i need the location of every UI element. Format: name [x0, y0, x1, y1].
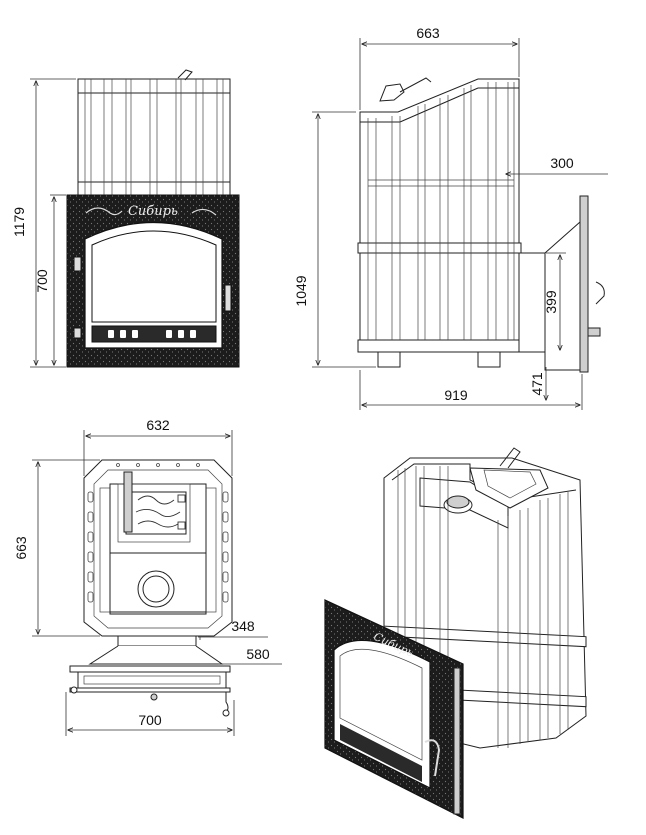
svg-text:580: 580 [246, 646, 270, 662]
side-dimension-399: 399 [543, 252, 566, 350]
side-dimension-663: 663 [359, 25, 520, 110]
top-dimension-700: 700 [65, 692, 235, 736]
top-door-plan [69, 636, 231, 717]
front-door-brand-logo: Сибирь [128, 204, 178, 219]
front-dimension-1179: 1179 [11, 78, 76, 368]
side-dimension-471: 471 [529, 367, 546, 400]
side-dimension-300: 300 [506, 155, 608, 174]
top-dimension-632: 632 [83, 417, 233, 476]
svg-text:663: 663 [416, 25, 440, 41]
top-view: 632 663 348 580 700 [13, 417, 282, 736]
top-dimension-580: 580 [218, 646, 282, 665]
svg-text:300: 300 [550, 155, 574, 171]
front-dimension-700: 700 [34, 194, 66, 365]
svg-text:700: 700 [34, 269, 50, 293]
side-cage [357, 77, 522, 368]
top-dimension-348: 348 [198, 618, 268, 640]
front-door-panel: Сибирь [66, 194, 240, 368]
front-view: Сибирь 1179 700 [11, 69, 240, 368]
iso-door: Сибирь [324, 599, 464, 819]
svg-text:663: 663 [13, 536, 29, 560]
svg-text:632: 632 [146, 417, 170, 433]
isometric-view: Сибирь [324, 447, 587, 819]
svg-text:348: 348 [231, 618, 255, 634]
side-view: 663 1049 300 399 471 919 [293, 25, 608, 410]
side-dimension-919: 919 [359, 370, 583, 410]
svg-text:1179: 1179 [11, 207, 27, 237]
top-body [83, 459, 233, 637]
front-cage [77, 69, 231, 196]
svg-text:1049: 1049 [293, 275, 309, 306]
side-dimension-1049: 1049 [293, 111, 376, 368]
top-dimension-663: 663 [13, 459, 100, 637]
svg-text:700: 700 [138, 712, 162, 728]
svg-text:471: 471 [529, 372, 545, 396]
side-door-frame [518, 195, 605, 373]
svg-text:399: 399 [543, 290, 559, 314]
svg-text:919: 919 [444, 387, 468, 403]
